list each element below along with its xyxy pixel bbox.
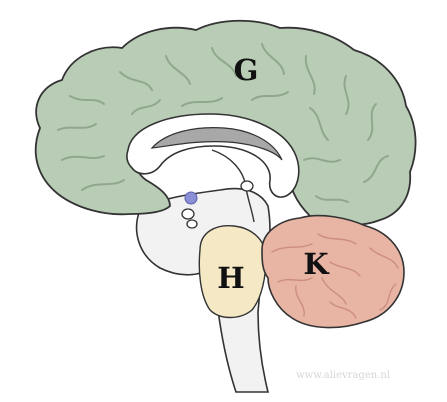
- watermark-text: www.alievragen.nl: [296, 370, 390, 381]
- label-hypothalamus-pituitary: H: [217, 261, 244, 295]
- pineal-gland: [240, 180, 254, 192]
- cerebellum-folia: [271, 233, 399, 319]
- label-cerebrum: G: [234, 53, 259, 87]
- label-cerebellum: K: [303, 247, 330, 281]
- marker-dot: [184, 191, 198, 205]
- lateral-ventricle: [150, 127, 283, 161]
- cerebrum-gyri: [57, 43, 389, 203]
- cerebellum-shape: [261, 214, 405, 329]
- mammillary-structures: [181, 208, 198, 229]
- corpus-callosum: [126, 113, 300, 198]
- hypothalamus-pituitary-shape: [198, 225, 267, 319]
